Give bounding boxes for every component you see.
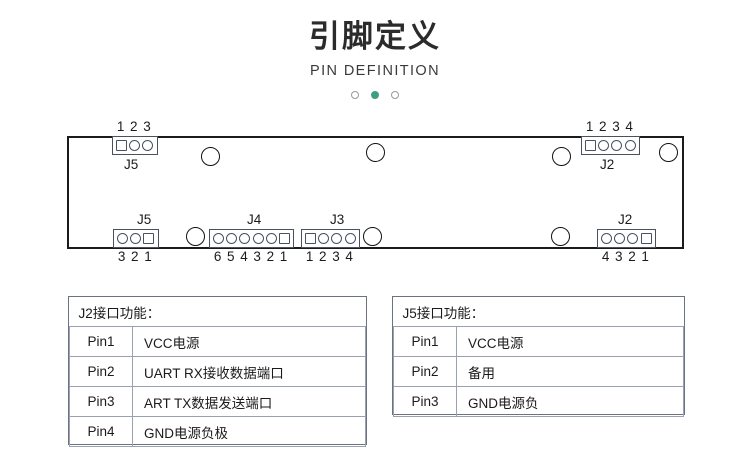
table-header-row: J2接口功能： <box>69 297 366 327</box>
carousel-dot-1[interactable] <box>351 91 359 99</box>
mounting-hole-top-2 <box>366 143 385 162</box>
connector-label-j2-top: J2 <box>600 157 615 172</box>
connector-j5-top[interactable] <box>112 136 158 155</box>
pin-description: ART TX数据发送端口 <box>132 386 366 417</box>
pad-circle <box>611 140 623 151</box>
mounting-hole-bottom-2 <box>363 227 382 246</box>
connector-j5-bottom[interactable] <box>113 229 159 248</box>
pad-circle <box>142 140 154 151</box>
table-row: Pin2 UART RX接收数据端口 <box>69 356 366 387</box>
pad-circle <box>624 140 636 151</box>
pad-circle <box>601 233 613 244</box>
table-row: Pin1 VCC电源 <box>393 326 684 357</box>
pad-square <box>640 233 652 244</box>
pad-circle <box>226 233 238 244</box>
pad-circle <box>265 233 277 244</box>
pin-description: UART RX接收数据端口 <box>132 356 366 387</box>
pin-label: Pin4 <box>69 416 133 447</box>
table-row: Pin2 备用 <box>393 356 684 387</box>
j5-pin-table: J5接口功能： Pin1 VCC电源 Pin2 备用 Pin3 GND电源负 <box>392 296 685 417</box>
connector-label-j3-bottom: J3 <box>330 212 345 227</box>
pad-circle <box>331 233 343 244</box>
connector-label-j2-bottom: J2 <box>618 212 633 227</box>
pin-description: VCC电源 <box>456 326 684 357</box>
page-header: 引脚定义 PIN DEFINITION <box>0 16 750 99</box>
connector-j3-bottom[interactable] <box>301 229 360 248</box>
pin-label: Pin2 <box>69 356 133 387</box>
pin-description: GND电源负 <box>456 386 684 417</box>
pad-circle <box>614 233 626 244</box>
carousel-dot-2-active[interactable] <box>371 91 379 99</box>
mounting-hole-top-1 <box>201 147 220 166</box>
connector-j2-bottom[interactable] <box>597 229 656 248</box>
pad-circle <box>129 140 141 151</box>
pad-square <box>279 233 291 244</box>
pin-label: Pin3 <box>69 386 133 417</box>
pad-square <box>585 140 597 151</box>
pin-label: Pin2 <box>393 356 457 387</box>
connector-label-j5-top: J5 <box>124 157 139 172</box>
table-row: Pin3 GND电源负 <box>393 386 684 417</box>
pad-circle <box>213 233 225 244</box>
connector-j2-top[interactable] <box>581 136 640 155</box>
table-row: Pin3 ART TX数据发送端口 <box>69 386 366 417</box>
pad-square <box>116 140 128 151</box>
pin-description: VCC电源 <box>132 326 366 357</box>
carousel-dots <box>0 91 750 99</box>
page-title: 引脚定义 <box>309 19 441 54</box>
pad-circle <box>627 233 639 244</box>
table-row: Pin4 GND电源负极 <box>69 416 366 447</box>
pin-label: Pin1 <box>69 326 133 357</box>
pad-circle <box>318 233 330 244</box>
connector-label-j5-bottom: J5 <box>137 212 152 227</box>
j5-table-header: J5接口功能： <box>393 297 684 327</box>
mounting-hole-bottom-1 <box>186 227 205 246</box>
pad-circle <box>130 233 142 244</box>
pad-circle <box>344 233 356 244</box>
mounting-hole-top-4 <box>659 143 678 162</box>
j2-pin-table: J2接口功能： Pin1 VCC电源 Pin2 UART RX接收数据端口 Pi… <box>68 296 367 447</box>
carousel-dot-3[interactable] <box>391 91 399 99</box>
pad-square <box>143 233 155 244</box>
connector-j4-bottom[interactable] <box>209 229 295 248</box>
pad-circle <box>239 233 251 244</box>
mounting-hole-bottom-3 <box>551 227 570 246</box>
pad-square <box>305 233 317 244</box>
pin-description: 备用 <box>456 356 684 387</box>
j2-table-header: J2接口功能： <box>69 297 366 327</box>
pad-circle <box>598 140 610 151</box>
pin-label: Pin1 <box>393 326 457 357</box>
table-header-row: J5接口功能： <box>393 297 684 327</box>
pad-circle <box>117 233 129 244</box>
page-subtitle: PIN DEFINITION <box>310 63 440 79</box>
pin-label: Pin3 <box>393 386 457 417</box>
table-row: Pin1 VCC电源 <box>69 326 366 357</box>
connector-label-j4-bottom: J4 <box>247 212 262 227</box>
pin-description: GND电源负极 <box>132 416 366 447</box>
mounting-hole-top-3 <box>552 147 571 166</box>
pad-circle <box>252 233 264 244</box>
